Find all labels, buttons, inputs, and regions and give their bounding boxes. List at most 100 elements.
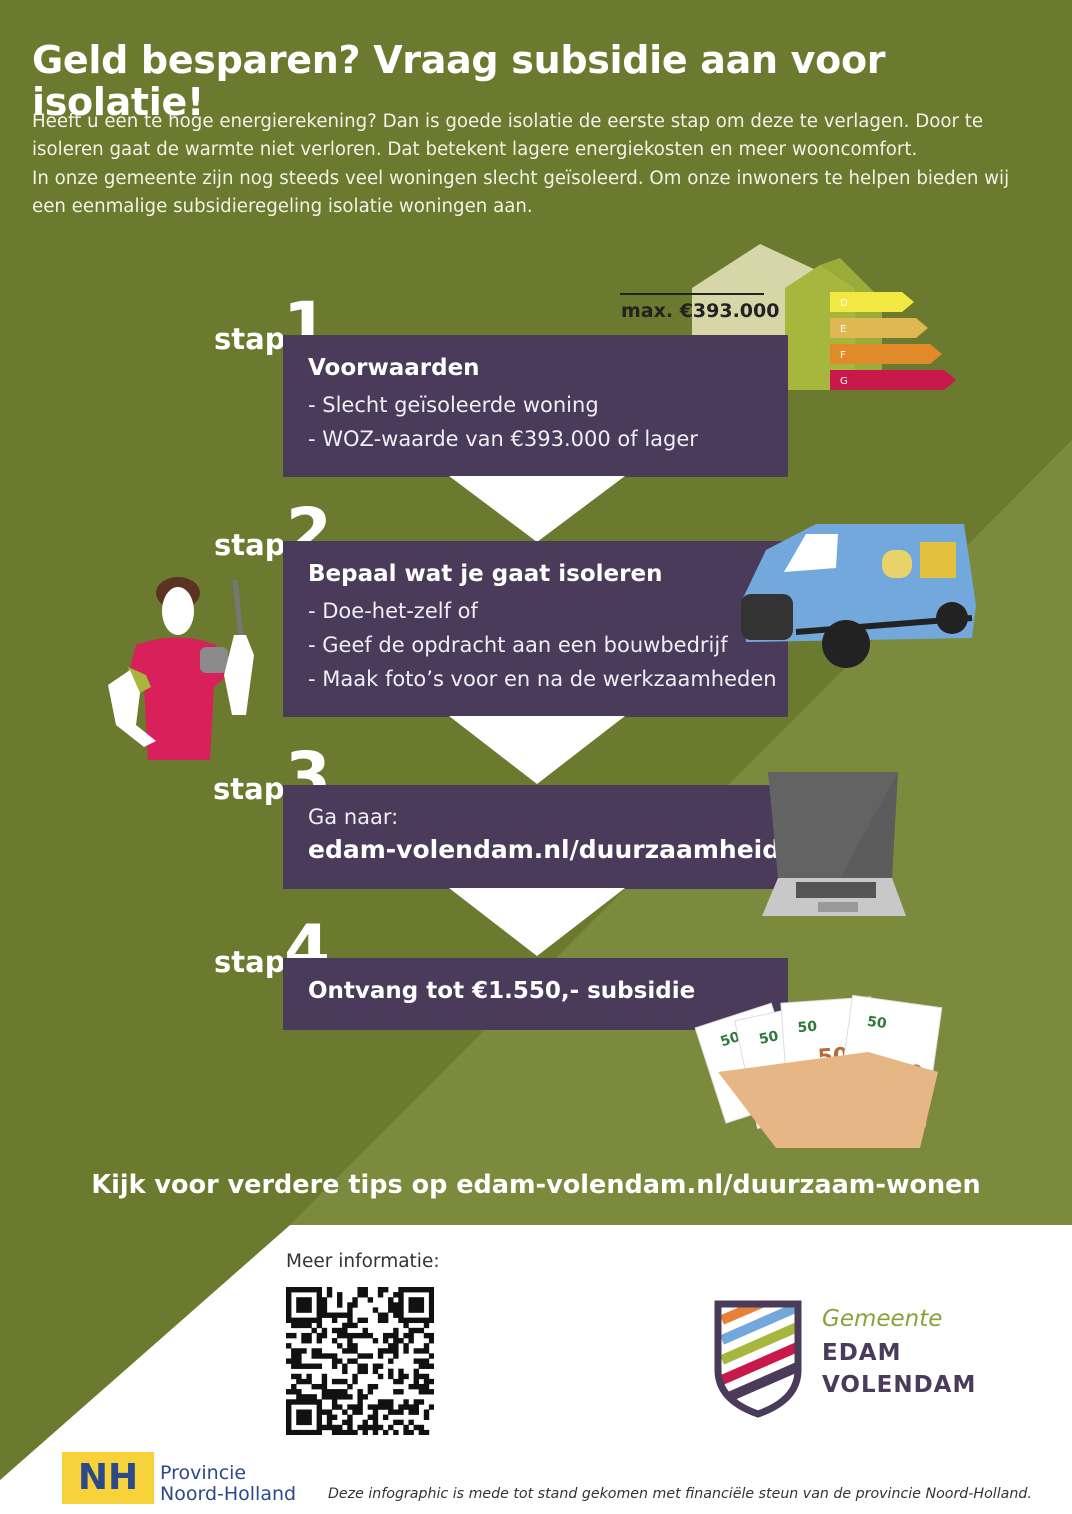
step-3-link[interactable]: edam-volendam.nl/duurzaamheid <box>308 835 781 864</box>
qr-module <box>398 1317 404 1324</box>
qr-module <box>428 1332 434 1339</box>
qr-module <box>286 1389 292 1395</box>
qr-module <box>393 1353 399 1359</box>
qr-module <box>296 1297 302 1303</box>
qr-module <box>306 1419 312 1426</box>
tips-line: Kijk voor verdere tips op edam-volendam.… <box>91 1170 981 1200</box>
qr-module <box>423 1348 430 1354</box>
qr-module <box>362 1292 368 1298</box>
qr-module <box>398 1312 404 1318</box>
qr-module <box>306 1317 312 1324</box>
qr-module <box>296 1399 302 1405</box>
qr-module <box>301 1394 307 1400</box>
laptop-keyboard <box>796 882 876 898</box>
qr-module <box>301 1338 307 1344</box>
laptop-illustration <box>762 772 906 916</box>
step-2-panel: Bepaal wat je gaat isoleren - Doe-het-ze… <box>283 541 788 717</box>
qr-module <box>388 1343 394 1349</box>
banknotes-illustration: 50 50 50 50 50 50 <box>694 994 943 1148</box>
qr-module <box>291 1363 297 1369</box>
qr-module <box>316 1322 323 1329</box>
laptop-screen-shade <box>768 772 898 878</box>
qr-module <box>423 1409 430 1415</box>
qr-module <box>398 1389 404 1395</box>
qr-module <box>291 1287 297 1293</box>
qr-module <box>347 1429 353 1435</box>
qr-module <box>377 1292 384 1298</box>
qr-module <box>423 1332 430 1339</box>
van-rear-wheel <box>936 602 968 634</box>
qr-module <box>382 1317 389 1324</box>
qr-module <box>296 1389 302 1395</box>
qr-module <box>428 1338 434 1344</box>
gemeente-volendam: VOLENDAM <box>822 1372 977 1398</box>
qr-module <box>291 1429 297 1435</box>
qr-module <box>311 1399 317 1405</box>
qr-module <box>286 1287 292 1293</box>
qr-module <box>316 1409 323 1415</box>
qr-module <box>403 1429 409 1435</box>
qr-module <box>428 1297 434 1303</box>
qr-module <box>331 1389 338 1395</box>
qr-module <box>291 1399 297 1405</box>
qr-module <box>357 1404 363 1410</box>
qr-module <box>291 1317 297 1324</box>
qr-module <box>301 1332 307 1339</box>
provincie-nh-logo: NH <box>62 1452 154 1504</box>
qr-module <box>321 1302 328 1308</box>
qr-module <box>321 1327 328 1334</box>
qr-module <box>296 1363 302 1369</box>
qr-module <box>286 1399 292 1405</box>
qr-module <box>337 1292 343 1298</box>
qr-module <box>352 1429 358 1435</box>
qr-module <box>428 1378 434 1385</box>
qr-module <box>301 1287 307 1293</box>
qr-module <box>316 1332 323 1339</box>
qr-module <box>326 1287 333 1293</box>
footer-green-corner <box>0 1225 290 1480</box>
qr-module <box>372 1368 379 1375</box>
qr-module <box>337 1404 343 1410</box>
qr-module <box>418 1307 425 1313</box>
qr-module <box>311 1348 317 1354</box>
qr-module <box>306 1414 312 1420</box>
qr-module <box>316 1292 323 1298</box>
qr-module <box>301 1317 307 1324</box>
qr-module <box>413 1348 419 1354</box>
qr-module <box>388 1348 394 1354</box>
qr-module <box>342 1429 348 1435</box>
qr-module <box>398 1368 404 1375</box>
qr-module <box>408 1332 414 1339</box>
qr-module <box>408 1307 414 1313</box>
qr-module <box>367 1404 374 1410</box>
qr-module <box>296 1429 302 1435</box>
qr-module <box>403 1332 409 1339</box>
gemeente-prefix: Gemeente <box>822 1306 943 1332</box>
qr-module <box>418 1399 425 1405</box>
qr-module <box>382 1332 389 1339</box>
qr-module <box>372 1419 379 1426</box>
qr-module <box>398 1297 404 1303</box>
qr-module <box>347 1348 353 1354</box>
provincie-line-1: Provincie <box>160 1462 247 1484</box>
banknote-fan <box>718 1052 938 1148</box>
qr-module <box>316 1383 323 1390</box>
qr-module <box>321 1409 328 1415</box>
qr-module <box>337 1429 343 1435</box>
qr-module <box>291 1373 297 1380</box>
qr-module <box>388 1373 394 1380</box>
energy-bar-g <box>830 370 956 390</box>
qr-module <box>347 1394 353 1400</box>
qr-module <box>377 1424 384 1431</box>
qr-module <box>398 1307 404 1313</box>
qr-module <box>388 1297 394 1303</box>
qr-module <box>326 1424 333 1431</box>
qr-module <box>357 1394 363 1400</box>
qr-module <box>382 1312 389 1318</box>
qr-module <box>393 1348 399 1354</box>
insulation-box <box>920 542 956 578</box>
qr-code[interactable] <box>286 1287 434 1435</box>
qr-module <box>393 1327 399 1334</box>
qr-module <box>321 1307 328 1313</box>
qr-module <box>331 1429 338 1435</box>
